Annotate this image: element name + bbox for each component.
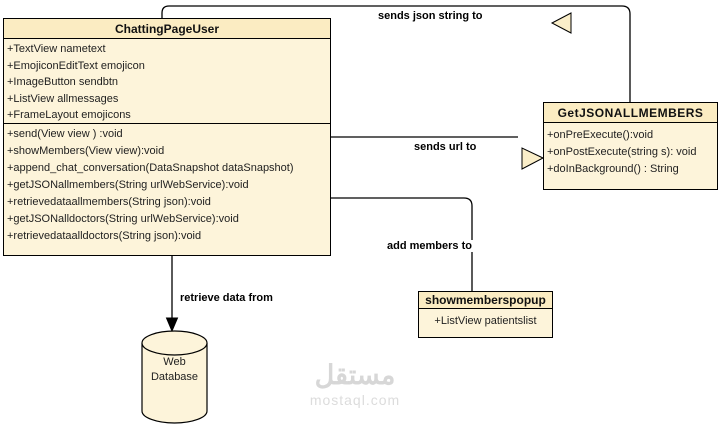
edge-label-add-members: add members to (385, 240, 474, 252)
method-row: +getJSONallmembers(String urlWebService)… (7, 179, 249, 191)
edge-label-sends-json: sends json string to (376, 10, 485, 22)
attribute-row: +ListView patientslist (434, 315, 537, 327)
class-title-chattingpageuser: ChattingPageUser (4, 19, 330, 39)
method-row: +getJSONalldoctors(String urlWebService)… (7, 213, 239, 225)
method-row: +doInBackground() : String (547, 163, 679, 175)
methods-section: +onPreExecute():void +onPostExecute(stri… (544, 123, 717, 189)
edge-add-members-line (331, 197, 473, 291)
method-row: +onPostExecute(string s): void (547, 146, 697, 158)
attributes-section: +TextView nametext +EmojiconEditText emo… (4, 39, 330, 123)
method-row: +append_chat_conversation(DataSnapshot d… (7, 162, 294, 174)
class-title-showmemberspopup: showmemberspopup (419, 292, 552, 309)
method-row: +retrievedataallmembers(String json):voi… (7, 196, 211, 208)
database-label: Web Database (142, 355, 207, 385)
attribute-row: +ListView allmessages (7, 92, 119, 105)
method-row: +send(View view ) :void (7, 128, 123, 140)
arrowhead-down-filled-icon (165, 317, 179, 333)
method-row: +showMembers(View view):void (7, 145, 165, 157)
database-label-line1: Web (163, 356, 186, 368)
attribute-row: +TextView nametext (7, 43, 106, 55)
class-box-chattingpageuser: ChattingPageUser +TextView nametext +Emo… (3, 18, 331, 256)
class-box-showmemberspopup: showmemberspopup +ListView patientslist (418, 291, 553, 338)
attributes-section: +ListView patientslist (419, 309, 552, 337)
arrowhead-right-open-icon (521, 147, 545, 170)
class-title-getjsonallmembers: GetJSONALLMEMBERS (544, 103, 717, 123)
method-row: +onPreExecute():void (547, 129, 654, 141)
class-box-getjsonallmembers: GetJSONALLMEMBERS +onPreExecute():void +… (543, 102, 718, 190)
methods-section: +send(View view ) :void +showMembers(Vie… (4, 123, 330, 256)
edge-label-sends-url: sends url to (412, 141, 479, 153)
edge-label-retrieve-data: retrieve data from (178, 292, 275, 304)
arrowhead-left-open-icon (550, 12, 572, 34)
attribute-row: +FrameLayout emojicons (7, 109, 131, 121)
attribute-row: +ImageButton sendbtn (7, 76, 118, 88)
edge-sends-json-line (161, 5, 631, 102)
method-row: +retrievedataalldoctors(String json):voi… (7, 230, 202, 242)
database-cylinder-body (141, 343, 208, 424)
database-label-line2: Database (150, 371, 199, 383)
database-cylinder-top (141, 330, 208, 356)
attribute-row: +EmojiconEditText emojicon (7, 59, 145, 72)
